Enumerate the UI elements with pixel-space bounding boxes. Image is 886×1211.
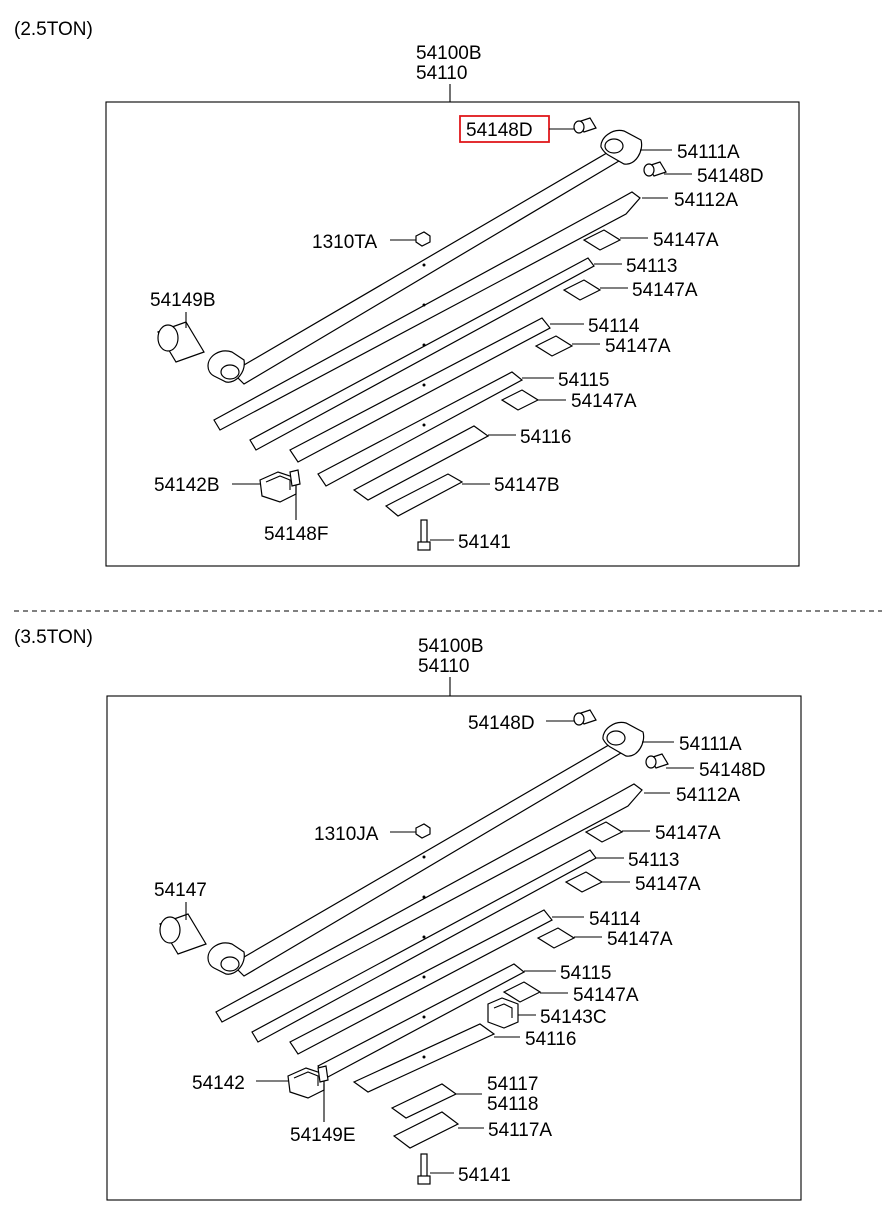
label-bushing-right[interactable]: 54148D [697,166,764,187]
section-heading: (2.5TON) [14,19,93,40]
pad-4[interactable] [500,389,540,411]
label-bushing-left[interactable]: 54147 [154,880,207,901]
label-leaf-6[interactable]: 54116 [520,427,571,448]
clip[interactable] [259,469,301,503]
label-leaf-5[interactable]: 54115 [558,370,609,391]
leaf-3[interactable] [249,257,595,451]
pad-b[interactable] [392,1111,460,1149]
label-leaf-7a[interactable]: 54117 [487,1074,538,1095]
assembly-number-2: 54110 [416,63,467,84]
bushing-top[interactable] [573,117,597,134]
label-clip-part[interactable]: 54148F [264,524,328,545]
label-center-bolt[interactable]: 54141 [458,1165,511,1186]
eye-leaf[interactable] [207,129,643,385]
leaf-4[interactable] [289,317,551,463]
assembly-number-2: 54110 [418,656,469,677]
leaf-2[interactable] [213,191,641,431]
bushing-right[interactable] [645,753,669,769]
eye-leaf[interactable] [207,721,645,977]
label-bushing-top[interactable]: 54148D [466,120,533,141]
label-pad-b[interactable]: 54117A [488,1120,552,1141]
bushing-top[interactable] [573,709,597,726]
clip-right[interactable] [487,997,519,1029]
label-center-bolt[interactable]: 54141 [458,532,511,553]
leaf-4[interactable] [289,909,553,1055]
pad-3[interactable] [536,927,576,949]
label-pad-2[interactable]: 54147A [632,280,698,301]
nut-icon[interactable] [415,823,431,839]
pad-4[interactable] [502,981,542,1003]
pad-2[interactable] [562,279,602,301]
label-leaf-4[interactable]: 54114 [589,909,641,930]
assembly-number: 54100B [418,636,484,657]
label-leaf-2[interactable]: 54112A [674,190,738,211]
label-clip[interactable]: 54142B [154,475,220,496]
pad-2[interactable] [564,871,604,893]
label-leaf-6[interactable]: 54116 [525,1029,576,1050]
label-leaf-2[interactable]: 54112A [676,785,740,806]
pad-1[interactable] [582,229,622,251]
label-bushing-top[interactable]: 54148D [468,713,535,734]
bushing-right[interactable] [643,161,667,177]
label-pad-3[interactable]: 54147A [607,929,673,950]
label-pad-3[interactable]: 54147A [605,336,671,357]
pad-3[interactable] [534,335,574,357]
label-pad-1[interactable]: 54147A [653,230,719,251]
assembly-number: 54100B [416,43,482,64]
label-leaf-7b[interactable]: 54118 [487,1094,538,1115]
label-bushing-right[interactable]: 54148D [699,760,766,781]
clip[interactable] [287,1065,329,1099]
assembly-frame [105,101,800,567]
bushing-left[interactable] [157,321,205,363]
label-clip-right[interactable]: 54143C [540,1007,607,1028]
label-pad-1[interactable]: 54147A [655,823,721,844]
label-pad-b[interactable]: 54147B [494,475,560,496]
pad-1[interactable] [584,821,624,843]
label-pad-2[interactable]: 54147A [635,874,701,895]
label-leaf-4[interactable]: 54114 [588,316,640,337]
leaf-6[interactable] [352,425,490,501]
leaf-2[interactable] [215,783,643,1023]
section-heading: (3.5TON) [14,627,93,648]
label-eye-leaf[interactable]: 54111A [679,734,742,755]
section-3-5-ton: (3.5TON) 54100B 54110 [14,627,802,1201]
label-pad-4[interactable]: 54147A [571,391,637,412]
label-nut[interactable]: 1310TA [312,232,377,253]
section-2-5-ton: (2.5TON) 54100B 54110 [14,19,800,567]
label-eye-leaf[interactable]: 54111A [677,142,740,163]
bushing-left[interactable] [159,913,207,955]
label-bushing-left[interactable]: 54149B [150,290,216,311]
assembly-frame [106,695,802,1201]
nut-icon[interactable] [415,231,431,247]
leaf-7[interactable] [390,1083,458,1119]
leaf-5[interactable] [317,371,524,487]
label-clip-part[interactable]: 54149E [290,1125,356,1146]
center-bolt[interactable] [417,1153,431,1185]
pad-b[interactable] [384,473,464,517]
label-leaf-3[interactable]: 54113 [628,850,679,871]
label-pad-4[interactable]: 54147A [573,985,639,1006]
label-nut[interactable]: 1310JA [314,824,379,845]
label-clip[interactable]: 54142 [192,1073,245,1094]
label-leaf-5[interactable]: 54115 [560,963,611,984]
label-leaf-3[interactable]: 54113 [626,256,677,277]
center-bolt[interactable] [417,519,431,551]
